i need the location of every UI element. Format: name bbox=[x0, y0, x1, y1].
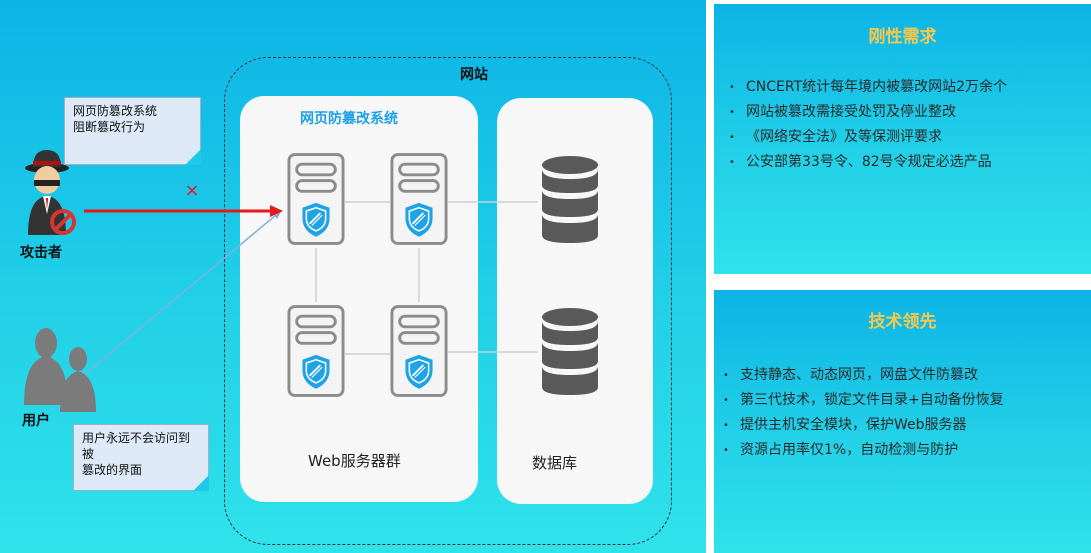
user-note-line-2: 篡改的界面 bbox=[82, 463, 143, 477]
note-fold bbox=[193, 475, 209, 491]
user-label: 用户 bbox=[22, 413, 50, 429]
list-item: 第三代技术，锁定文件目录+自动备份恢复 bbox=[720, 388, 1004, 413]
database-icon bbox=[542, 308, 598, 395]
web-cluster-label: Web服务器群 bbox=[308, 452, 401, 470]
connection-lines bbox=[315, 201, 538, 355]
server-icon bbox=[287, 305, 345, 397]
list-item: 网站被篡改需接受处罚及停业整改 bbox=[726, 100, 1007, 125]
website-label: 网站 bbox=[460, 67, 488, 83]
advantages-list: 支持静态、动态网页，网盘文件防篡改 第三代技术，锁定文件目录+自动备份恢复 提供… bbox=[720, 363, 1004, 463]
waf-label: 网页防篡改系统 bbox=[300, 111, 398, 127]
website-boundary bbox=[224, 57, 672, 545]
list-item: CNCERT统计每年境内被篡改网站2万余个 bbox=[726, 75, 1007, 100]
list-item: 公安部第33号令、82号令规定必选产品 bbox=[726, 150, 1007, 175]
user-access-arrow bbox=[77, 209, 283, 381]
note-fold bbox=[185, 149, 201, 165]
list-item: 资源占用率仅1%，自动检测与防护 bbox=[720, 438, 1004, 463]
attacker-note: 网页防篡改系统 阻断篡改行为 bbox=[64, 97, 201, 165]
requirements-title: 刚性需求 bbox=[868, 27, 937, 47]
server-icon bbox=[287, 153, 345, 245]
server-icon bbox=[390, 305, 448, 397]
requirements-list: CNCERT统计每年境内被篡改网站2万余个 网站被篡改需接受处罚及停业整改 《网… bbox=[726, 75, 1007, 175]
advantages-panel: 技术领先 支持静态、动态网页，网盘文件防篡改 第三代技术，锁定文件目录+自动备份… bbox=[714, 290, 1091, 553]
list-item: 《网络安全法》及等保测评要求 bbox=[726, 125, 1007, 150]
attacker-icon bbox=[25, 150, 76, 235]
attacker-note-line-1: 网页防篡改系统 bbox=[73, 104, 158, 118]
list-item: 提供主机安全模块，保护Web服务器 bbox=[720, 413, 1004, 438]
user-note-line-1: 用户永远不会访问到被 bbox=[82, 431, 191, 461]
attacker-note-line-2: 阻断篡改行为 bbox=[73, 120, 146, 134]
attacker-label: 攻击者 bbox=[20, 245, 62, 261]
diagram-graphics: × bbox=[24, 150, 598, 412]
database-label: 数据库 bbox=[532, 454, 578, 472]
database-icon bbox=[542, 156, 598, 243]
server-icon bbox=[390, 153, 448, 245]
blocked-x-icon: × bbox=[184, 180, 199, 201]
list-item: 支持静态、动态网页，网盘文件防篡改 bbox=[720, 363, 1004, 388]
attack-arrow-head bbox=[270, 205, 283, 217]
user-note: 用户永远不会访问到被 篡改的界面 bbox=[73, 424, 209, 491]
requirements-panel: 刚性需求 CNCERT统计每年境内被篡改网站2万余个 网站被篡改需接受处罚及停业… bbox=[714, 4, 1091, 274]
advantages-title: 技术领先 bbox=[868, 312, 937, 332]
user-icon bbox=[24, 328, 96, 412]
